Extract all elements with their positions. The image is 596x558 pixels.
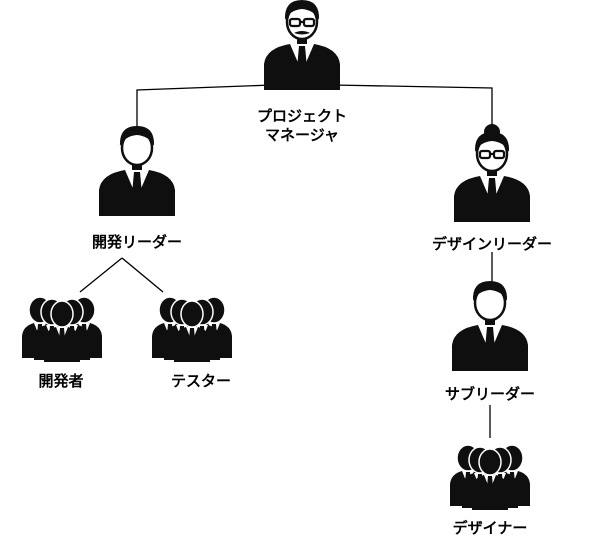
- man-icon: [97, 124, 177, 218]
- dev-leader-label: 開発リーダー: [91, 233, 182, 251]
- connector-dev-leader-testers: [121, 257, 164, 293]
- connector-dev-leader-developers: [79, 257, 123, 293]
- group-icon: [22, 297, 102, 362]
- designers-label: デザイナー: [452, 519, 528, 537]
- woman-with-glasses-icon: [452, 124, 532, 224]
- design-leader-label: デザインリーダー: [431, 235, 552, 253]
- man-with-glasses-icon: [262, 0, 342, 92]
- group-icon: [450, 445, 530, 510]
- sub-leader-label: サブリーダー: [444, 385, 535, 403]
- connector-pm-dev-leader: [136, 84, 273, 138]
- man-icon: [450, 279, 530, 373]
- project-manager-label: プロジェクト マネージャ: [256, 107, 347, 144]
- testers-label: テスター: [170, 372, 231, 390]
- group-icon: [152, 297, 232, 362]
- connector-pm-design-leader: [332, 84, 493, 140]
- developers-label: 開発者: [38, 372, 84, 390]
